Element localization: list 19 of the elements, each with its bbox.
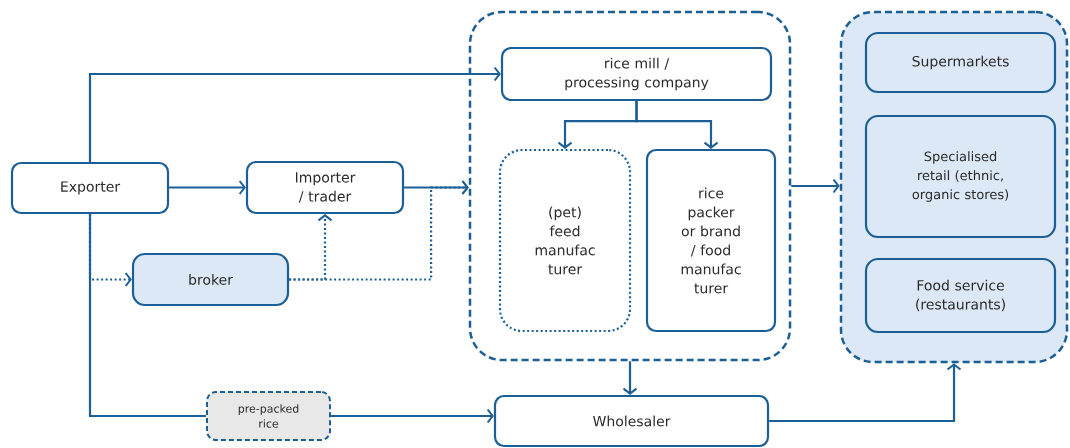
arrow <box>88 66 501 162</box>
process-box: Food service (restaurants) <box>864 257 1057 334</box>
process-box: Specialised retail (ethnic, organic stores) <box>864 114 1057 239</box>
process-box: Exporter <box>10 161 170 215</box>
arrow <box>622 361 638 395</box>
process-box: rice mill / processing company <box>500 46 773 102</box>
arrow <box>769 363 962 423</box>
process-box: Supermarkets <box>864 31 1057 94</box>
process-box: Wholesaler <box>493 394 770 448</box>
arrow <box>635 101 719 149</box>
product-box: pre-packed rice <box>206 391 331 441</box>
arrow <box>791 178 840 194</box>
arrow <box>331 408 494 424</box>
process-box: Importer / trader <box>245 160 405 215</box>
arrow <box>404 180 469 195</box>
process-box: rice packer or brand / food manufac turer <box>645 148 777 333</box>
process-box: (pet) feed manufac turer <box>498 148 632 333</box>
arrow <box>169 180 246 195</box>
process-box: broker <box>131 252 290 307</box>
